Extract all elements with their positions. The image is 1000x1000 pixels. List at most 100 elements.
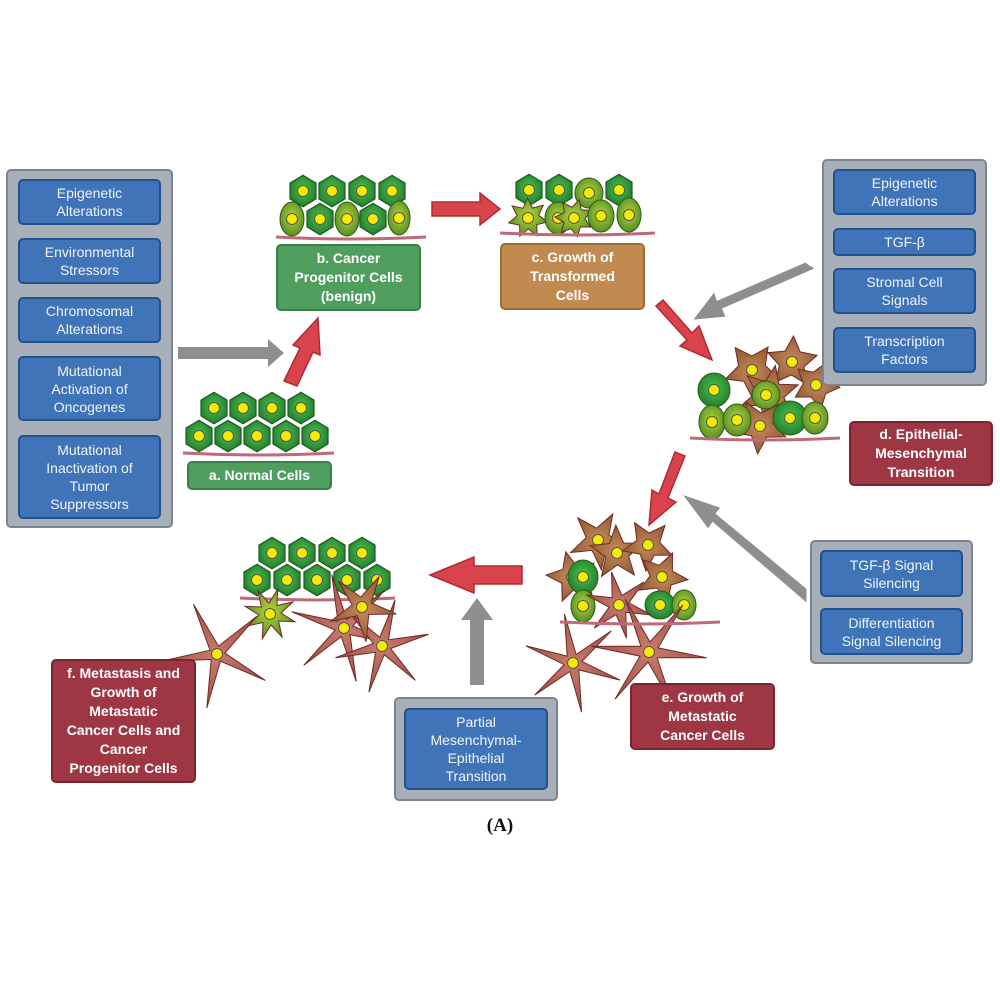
factor-partial-met: Partial Mesenchymal- Epithelial Transiti… [404,708,548,790]
arrow-b-to-c [431,191,502,227]
nucleus-icon [341,574,353,586]
right-top-factors-panel: Epigenetic Alterations TGF-β Stromal Cel… [822,159,987,386]
nucleus-icon [613,599,625,611]
nucleus-icon [237,402,249,414]
nucleus-icon [356,547,368,559]
nucleus-icon [251,574,263,586]
nucleus-icon [295,402,307,414]
nucleus-icon [386,185,398,197]
factor-epigenetic-alterations: Epigenetic Alterations [18,179,161,225]
nucleus-icon [654,599,666,611]
nucleus-icon [211,648,223,660]
nucleus-icon [577,600,589,612]
factor-environmental-stressors: Environmental Stressors [18,238,161,284]
nucleus-icon [296,547,308,559]
factor-epigenetic-alterations-emt: Epigenetic Alterations [833,169,976,215]
nucleus-icon [286,213,298,225]
nucleus-icon [642,539,654,551]
nucleus-icon [264,608,276,620]
nucleus-icon [251,430,263,442]
nucleus-icon [393,212,405,224]
nucleus-icon [523,184,535,196]
nucleus-icon [810,379,822,391]
arrow-bottom-panel-up [461,598,493,685]
arrow-right-top-panel-to-emt [693,262,815,320]
basement-membrane-icon [182,451,335,457]
nucleus-icon [786,356,798,368]
nucleus-icon [583,187,595,199]
stage-d-emt: d. Epithelial- Mesenchymal Transition [849,421,993,486]
nucleus-icon [706,416,718,428]
nucleus-icon [577,571,589,583]
nucleus-icon [356,185,368,197]
metastatic-cells-illustration [525,512,721,713]
factor-differentiation-signal-silencing: Differentiation Signal Silencing [820,608,963,655]
nucleus-icon [266,547,278,559]
nucleus-icon [326,185,338,197]
nucleus-icon [208,402,220,414]
nucleus-icon [266,402,278,414]
factor-tgf-beta: TGF-β [833,228,976,256]
nucleus-icon [623,209,635,221]
nucleus-icon [280,430,292,442]
nucleus-icon [746,364,758,376]
factor-tgf-beta-signal-silencing: TGF-β Signal Silencing [820,550,963,597]
nucleus-icon [643,646,655,658]
nucleus-icon [809,412,821,424]
arrow-a-to-b [282,316,321,387]
arrow-left-panel-to-progression [178,339,284,367]
nucleus-icon [613,184,625,196]
nucleus-icon [338,622,350,634]
nucleus-icon [784,412,796,424]
factor-oncogene-activation: Mutational Activation of Oncogenes [18,356,161,421]
stage-f-metastasis: f. Metastasis and Growth of Metastatic C… [51,659,196,783]
basement-membrane-icon [689,436,841,442]
progenitor-cells-illustration [275,174,427,241]
basement-membrane-icon [499,231,656,237]
nucleus-icon [193,430,205,442]
stage-b-cancer-progenitor-cells: b. Cancer Progenitor Cells (benign) [276,244,421,311]
arrow-e-to-f [428,555,523,595]
nucleus-icon [311,574,323,586]
emt-cells-illustration [689,334,841,456]
basement-membrane-icon [559,620,721,626]
transformed-cells-illustration [499,173,656,238]
stage-a-normal-cells: a. Normal Cells [187,461,332,490]
basement-membrane-icon [275,235,427,241]
nucleus-icon [754,420,766,432]
nucleus-icon [281,574,293,586]
nucleus-icon [760,389,772,401]
stage-c-transformed-cells: c. Growth of Transformed Cells [500,243,645,310]
factor-transcription-factors: Transcription Factors [833,327,976,373]
nucleus-icon [309,430,321,442]
arrow-right-bottom-panel-to-metastatic [683,494,807,603]
nucleus-icon [356,601,368,613]
nucleus-icon [731,414,743,426]
nucleus-icon [341,213,353,225]
nucleus-icon [553,184,565,196]
nucleus-icon [222,430,234,442]
nucleus-icon [314,213,326,225]
arrow-c-to-d [654,298,714,362]
nucleus-icon [522,212,534,224]
nucleus-icon [367,213,379,225]
arrow-d-to-e [648,451,686,527]
nucleus-icon [595,210,607,222]
nucleus-icon [611,547,623,559]
nucleus-icon [326,547,338,559]
nucleus-icon [708,384,720,396]
bottom-factors-panel: Partial Mesenchymal- Epithelial Transiti… [394,697,558,801]
figure-caption: (A) [486,815,514,836]
stage-e-metastatic-growth: e. Growth of Metastatic Cancer Cells [630,683,775,750]
normal-cells-illustration [182,391,335,457]
right-bottom-factors-panel: TGF-β Signal Silencing Differentiation S… [810,540,973,664]
nucleus-icon [376,640,388,652]
nucleus-icon [568,212,580,224]
left-factors-panel: Epigenetic Alterations Environmental Str… [6,169,173,528]
nucleus-icon [656,571,668,583]
nucleus-icon [567,657,579,669]
factor-tumor-suppressor-inactivation: Mutational Inactivation of Tumor Suppres… [18,435,161,519]
factor-chromosomal-alterations: Chromosomal Alterations [18,297,161,343]
factor-stromal-cell-signals: Stromal Cell Signals [833,268,976,314]
